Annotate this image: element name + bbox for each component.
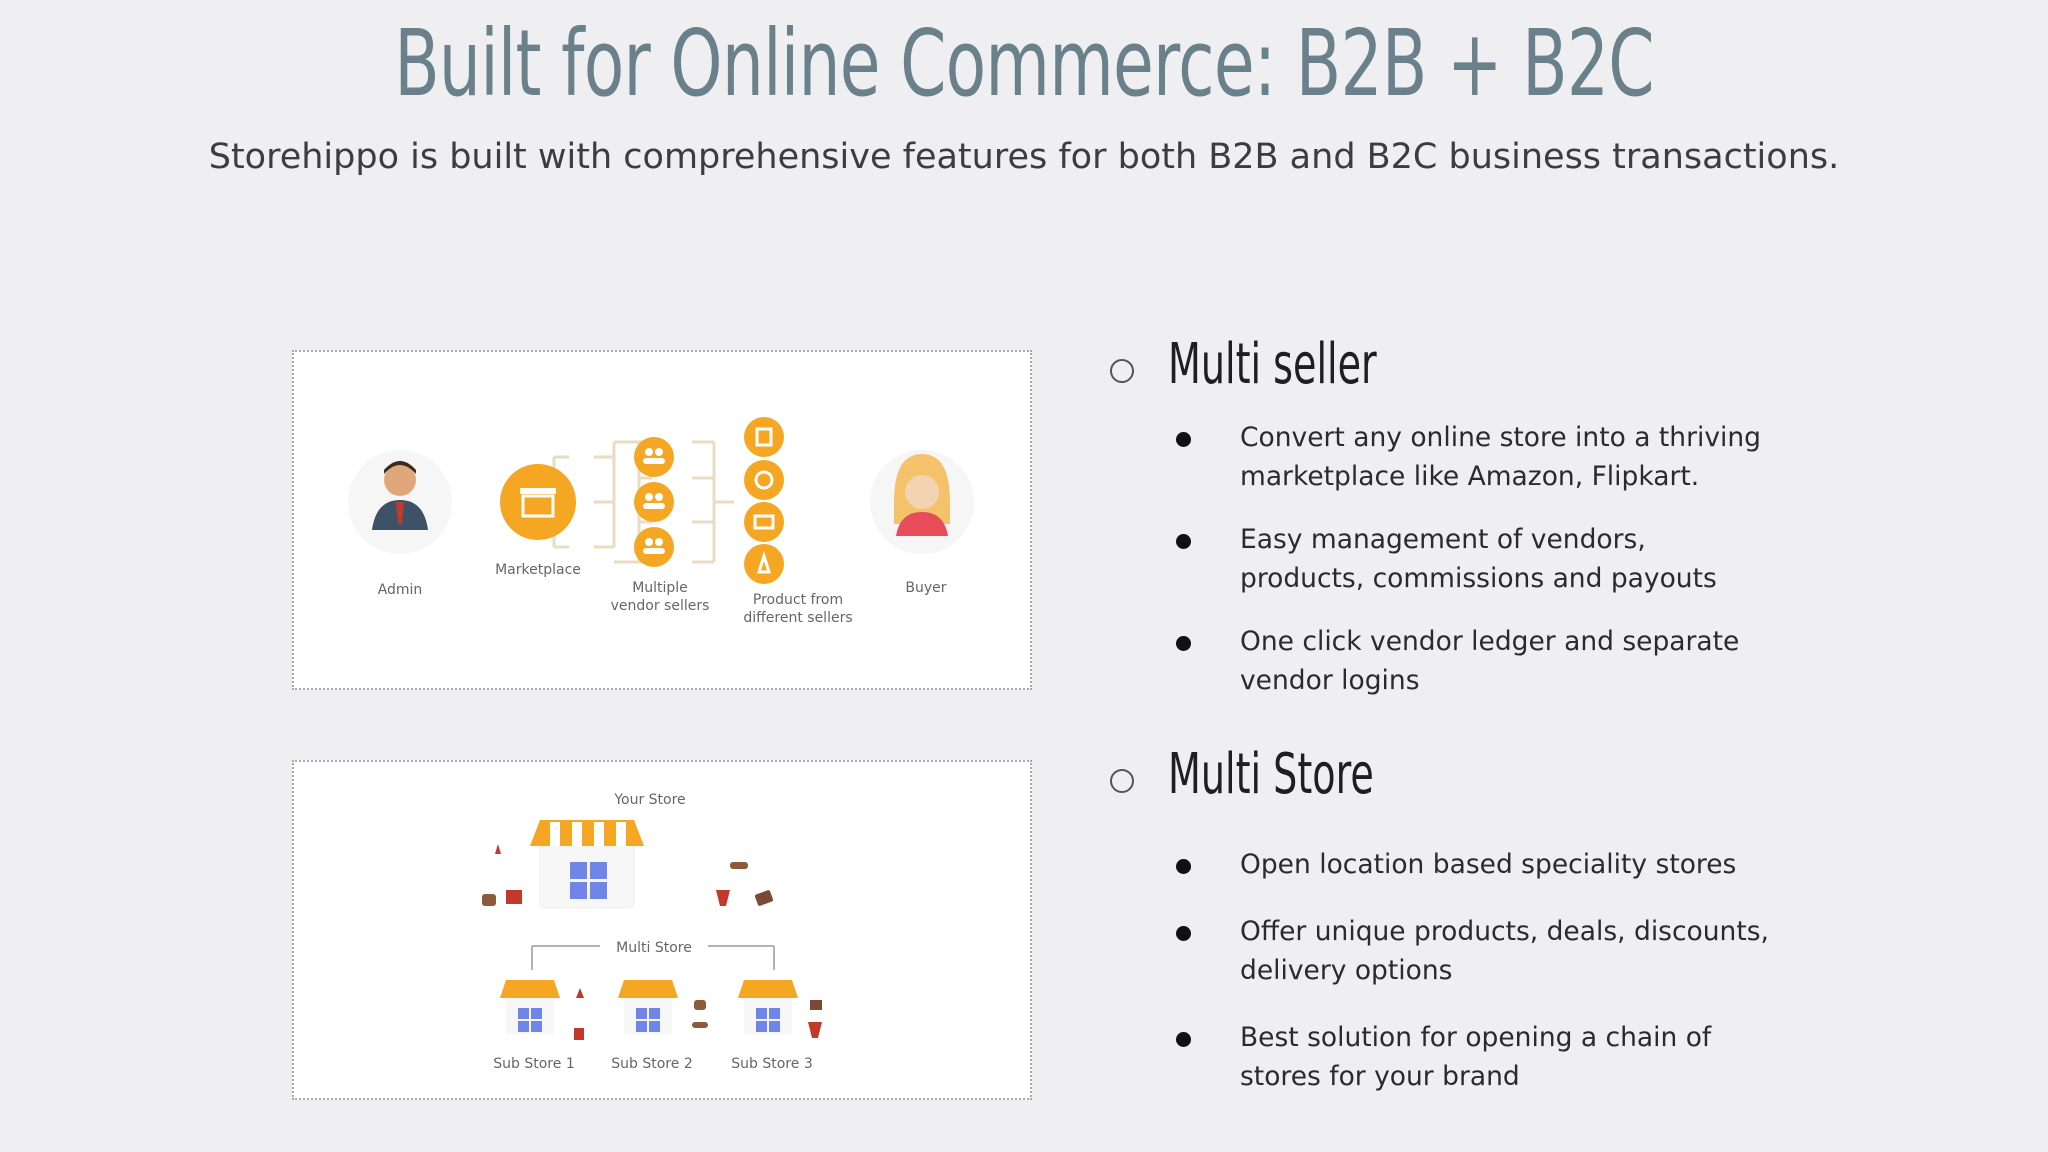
products-label-line1: Product from [753,592,843,608]
admin-label: Admin [378,582,423,598]
list-item: Open location based speciality stores [1172,845,1772,884]
sub-store-1-icon [500,980,584,1040]
section-multi-store-heading: Multi Store [1110,742,1471,807]
page-title: Built for Online Commerce: B2B + B2C [394,10,1654,117]
list-item: Easy management of vendors, products, co… [1172,520,1772,598]
list-item: Best solution for opening a chain of sto… [1172,1018,1772,1096]
multi-seller-bullet-list: Convert any online store into a thriving… [1172,418,1772,724]
list-item: Convert any online store into a thriving… [1172,418,1772,496]
tree-lines [531,945,775,970]
marketplace-icon [500,464,576,540]
product-icons [744,417,784,584]
section-title: Multi Store [1168,742,1374,807]
page-subtitle: Storehippo is built with comprehensive f… [208,137,1840,177]
main-store-icon [530,820,644,909]
sub-store-3-icon [738,980,822,1038]
list-item: One click vendor ledger and separate ven… [1172,622,1772,700]
multi-store-bullet-list: Open location based speciality stores Of… [1172,845,1772,1124]
multi-store-label: Multi Store [616,940,692,956]
connector-lines [422,440,734,564]
products-label-line2: different sellers [743,610,852,626]
sub-store-3-label: Sub Store 3 [731,1056,812,1072]
admin-avatar [348,450,452,554]
hollow-bullet-icon [1110,768,1134,793]
section-multi-seller-heading: Multi seller [1110,332,1475,397]
vendors-label-line2: vendor sellers [611,598,710,614]
sub-store-2-icon [618,980,708,1034]
list-item: Offer unique products, deals, discounts,… [1172,912,1772,990]
multi-seller-diagram: Admin Marketplace Multiple vendor seller… [292,350,1032,690]
vendors-label-line1: Multiple [632,580,688,596]
your-store-label: Your Store [613,792,685,808]
section-title: Multi seller [1168,332,1377,397]
product-decorations [482,844,774,906]
sub-store-2-label: Sub Store 2 [611,1056,692,1072]
buyer-label: Buyer [905,580,946,596]
multi-store-diagram: Your Store Multi Store [292,760,1032,1100]
vendor-icons [634,437,674,567]
sub-store-1-label: Sub Store 1 [493,1056,574,1072]
marketplace-label: Marketplace [495,562,581,578]
buyer-avatar [870,450,974,554]
hollow-bullet-icon [1110,358,1134,383]
